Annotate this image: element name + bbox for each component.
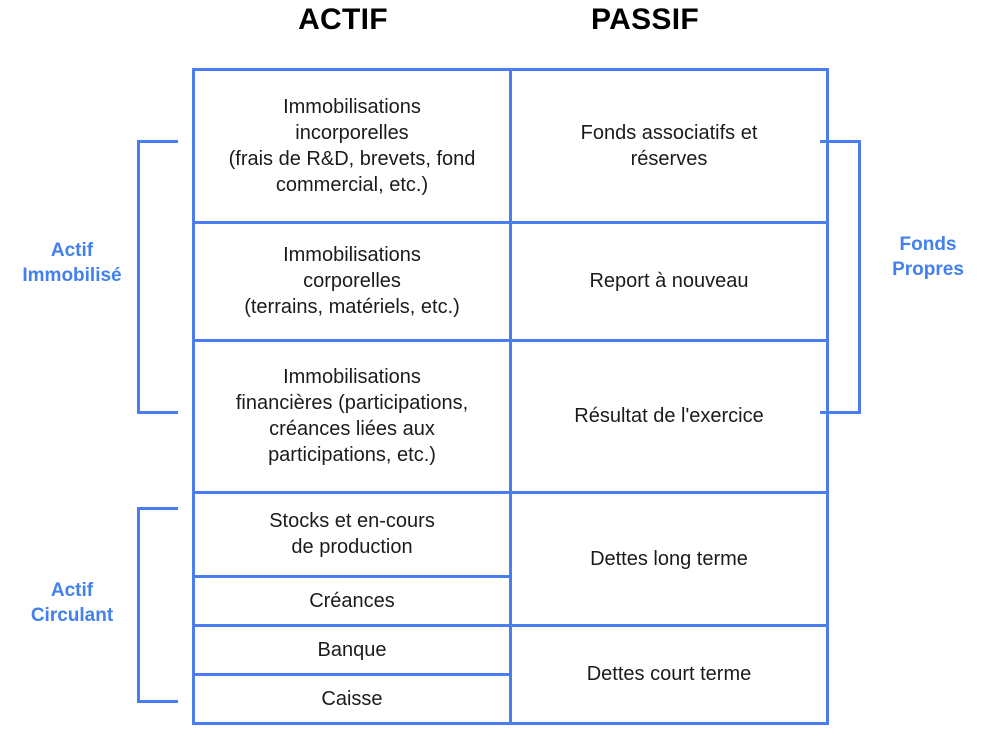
table-row: Caisse: [192, 672, 828, 726]
cell-line: Immobilisations: [283, 366, 421, 389]
cell-actif-immobilisations-corporelles: Immobilisations corporelles (terrains, m…: [192, 220, 512, 342]
cell-line: Résultat de l'exercice: [574, 405, 764, 428]
group-label-actif-immobilise: Actif Immobilisé: [6, 238, 138, 288]
cell-line: Fonds associatifs et: [580, 121, 758, 144]
group-label-line: Actif: [50, 240, 94, 261]
cell-line: financières (participations,: [235, 392, 469, 415]
cell-line: Immobilisations: [283, 95, 421, 118]
group-label-line: Fonds: [899, 234, 957, 255]
cell-line: Banque: [317, 638, 387, 661]
cell-line: Créances: [309, 589, 395, 612]
cell-line: (frais de R&D, brevets, fond: [228, 147, 476, 170]
group-label-actif-circulant: Actif Circulant: [6, 578, 138, 628]
cell-passif-report-a-nouveau: Report à nouveau: [509, 220, 829, 342]
group-label-fonds-propres: Fonds Propres: [866, 232, 990, 282]
cell-passif-dettes-long-terme: Dettes long terme: [509, 491, 829, 627]
cell-passif-resultat-exercice: Résultat de l'exercice: [509, 338, 829, 495]
table-row: Immobilisations incorporelles (frais de …: [192, 68, 829, 224]
cell-actif-banque: Banque: [192, 623, 512, 676]
cell-line: Stocks et en-cours: [269, 510, 435, 533]
cell-actif-immobilisations-incorporelles: Immobilisations incorporelles (frais de …: [192, 68, 512, 224]
bracket-actif-circulant: [137, 507, 178, 703]
cell-actif-immobilisations-financieres: Immobilisations financières (participati…: [192, 338, 512, 495]
cell-line: participations, etc.): [268, 444, 436, 467]
table-row: Créances: [192, 574, 828, 627]
column-header-actif: ACTIF: [298, 3, 388, 36]
cell-passif-dettes-court-terme: Dettes court terme: [509, 623, 829, 726]
cell-line: réserves: [630, 147, 708, 170]
cell-line: Dettes court terme: [586, 663, 752, 686]
cell-line: créances liées aux: [269, 418, 435, 441]
cell-passif-fonds-associatifs: Fonds associatifs et réserves: [509, 68, 829, 224]
cell-actif-stocks-en-cours: Stocks et en-cours de production: [192, 491, 512, 578]
cell-line: de production: [291, 536, 413, 559]
cell-line: Report à nouveau: [589, 270, 749, 293]
cell-line: Caisse: [321, 687, 383, 710]
table-row: Immobilisations corporelles (terrains, m…: [192, 220, 829, 342]
table-row: Immobilisations financières (participati…: [192, 338, 829, 495]
column-header-passif: PASSIF: [591, 3, 699, 36]
cell-actif-caisse: Caisse: [192, 672, 512, 726]
bracket-actif-immobilise: [137, 140, 178, 414]
bracket-fonds-propres: [820, 140, 861, 414]
group-label-line: Immobilisé: [22, 265, 122, 286]
cell-line: Dettes long terme: [590, 547, 748, 570]
table-row: Stocks et en-cours de production Dettes …: [192, 491, 829, 627]
group-label-line: Propres: [892, 259, 964, 280]
cell-line: Immobilisations: [283, 244, 421, 267]
cell-line: commercial, etc.): [275, 173, 429, 196]
cell-line: (terrains, matériels, etc.): [244, 296, 460, 319]
cell-actif-creances: Créances: [192, 574, 512, 627]
group-label-line: Actif: [50, 580, 94, 601]
cell-line: corporelles: [303, 270, 401, 293]
table-row: Banque Dettes court terme: [192, 623, 829, 726]
balance-table: Immobilisations incorporelles (frais de …: [192, 68, 829, 726]
group-label-line: Circulant: [30, 605, 114, 626]
cell-line: incorporelles: [295, 121, 409, 144]
